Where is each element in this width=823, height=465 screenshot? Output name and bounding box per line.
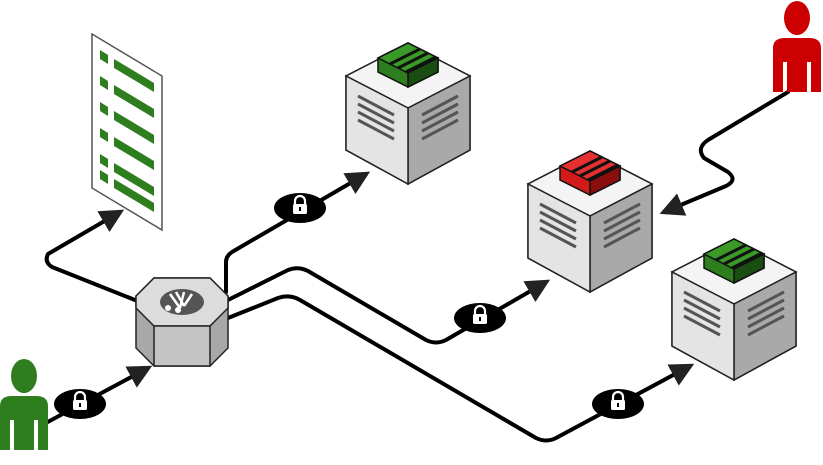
- lock-icon: [590, 387, 646, 421]
- user-allowed-icon: [0, 359, 48, 450]
- server-bottom: [670, 237, 798, 382]
- server-top: [344, 41, 472, 186]
- user-blocked-icon: [773, 1, 821, 92]
- connection-gateway-to-policy: [44, 209, 142, 304]
- connection-gateway-to-server-top: [224, 171, 371, 294]
- gateway: [135, 277, 229, 367]
- connection-gateway-to-server-bottom: [226, 294, 695, 443]
- lock-icon: [272, 191, 328, 225]
- policy-list: [91, 32, 163, 232]
- server-middle: [526, 149, 654, 294]
- connection-blocked-user-to-server-middle: [659, 90, 790, 216]
- connection-gateway-to-server-middle: [226, 266, 551, 345]
- lock-icon: [52, 387, 108, 421]
- lock-icon: [452, 301, 508, 335]
- connection-lines: [42, 90, 790, 443]
